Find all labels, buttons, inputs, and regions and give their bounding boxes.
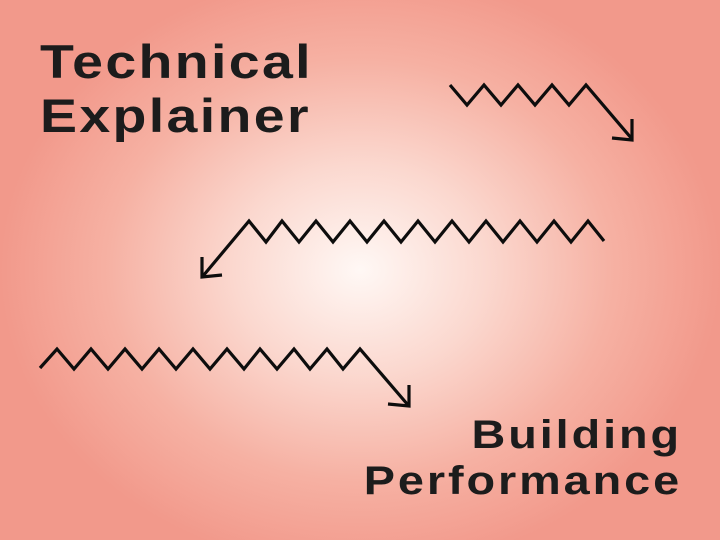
page-title: Technical Explainer [40,38,313,146]
zigzag-arrow-middle-icon [200,218,606,279]
subtitle-line-2: Performance [363,459,682,503]
subtitle: Building Performance [364,415,682,507]
subtitle-line-1: Building [471,413,682,457]
zigzag-arrow-bottom-icon [38,346,411,408]
zigzag-arrow-top-icon [448,82,634,142]
title-line-2: Explainer [40,89,311,142]
title-line-1: Technical [40,35,313,88]
